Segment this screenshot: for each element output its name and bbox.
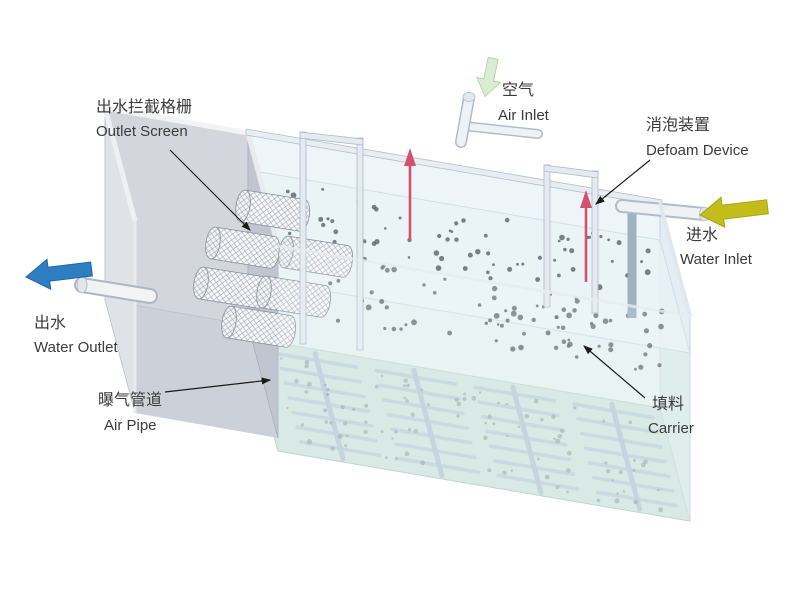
label-water-outlet-zh: 出水: [34, 314, 66, 332]
label-defoam-device-en: Defoam Device: [646, 142, 749, 159]
water-front-face: [278, 283, 690, 521]
defoam-device-rod-1: [404, 148, 416, 240]
chamber-rim-back: [104, 105, 249, 136]
label-water-inlet-en: Water Inlet: [680, 251, 753, 268]
label-outlet-screen-en: Outlet Screen: [96, 123, 188, 140]
label-water-outlet-en: Water Outlet: [34, 339, 118, 356]
carrier-leader-arrow: [583, 345, 646, 399]
label-defoam-device-zh: 消泡装置: [646, 116, 710, 134]
chamber-rim-left: [102, 107, 138, 222]
water-outlet-pipe: [74, 276, 158, 304]
water-outlet-arrow: [25, 258, 93, 290]
air-inlet-pipe: [455, 92, 543, 148]
label-water-inlet-zh: 进水: [686, 226, 718, 244]
water-inlet-arrow: [699, 196, 769, 228]
carrier-dots-floor: [280, 357, 664, 513]
label-air-pipe-zh: 曝气管道: [98, 391, 162, 409]
label-air-inlet-zh: 空气: [502, 81, 534, 99]
support-frame-left: [299, 131, 364, 351]
label-carrier-zh: 填料: [652, 395, 684, 413]
air-inlet-arrow: [476, 56, 502, 98]
label-outlet-screen-zh: 出水拦截格栅: [96, 98, 192, 116]
defoam-device-leader-arrow: [595, 159, 651, 205]
defoam-device-rod-2: [580, 190, 592, 282]
tank-rim-right: [658, 202, 692, 317]
label-air-inlet-en: Air Inlet: [498, 107, 550, 124]
label-air-pipe-en: Air Pipe: [104, 417, 157, 434]
air-pipe-leader-arrow: [164, 377, 272, 393]
tank-rim-front: [277, 244, 691, 318]
outlet-screen-leader-arrow: [169, 149, 251, 231]
air-pipe-grid: [275, 351, 679, 512]
support-frame-right: [543, 164, 599, 314]
label-carrier-en: Carrier: [648, 420, 694, 437]
